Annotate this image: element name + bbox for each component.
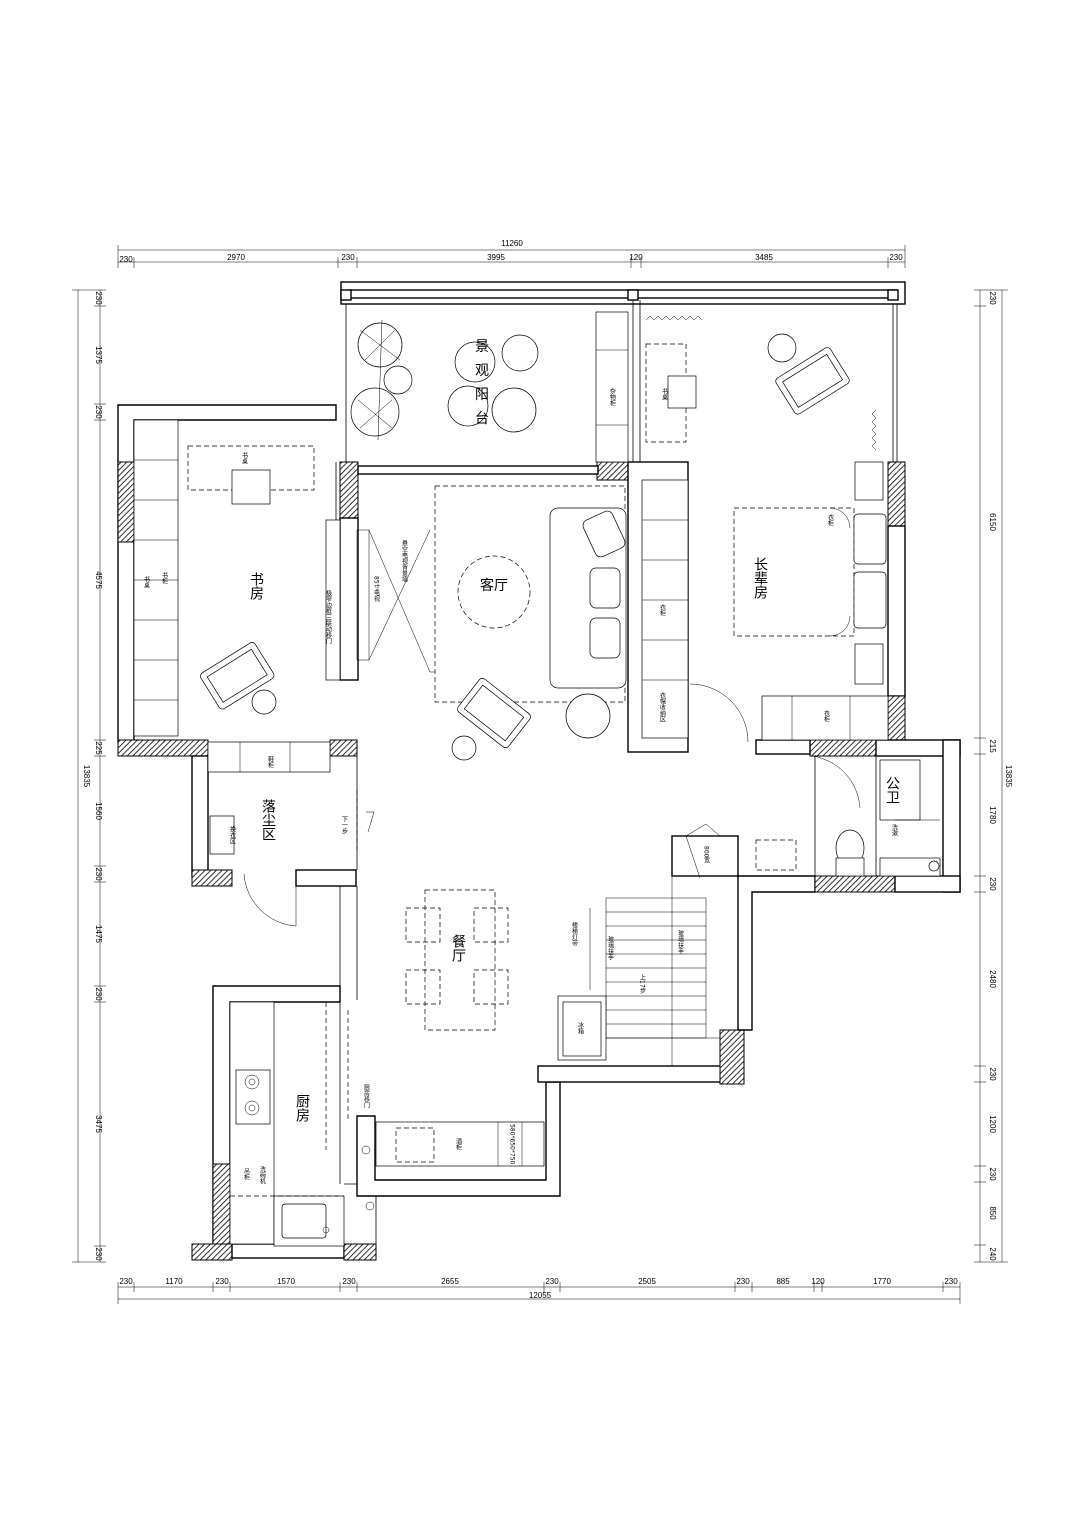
room-label-living: 客厅 [480,577,508,594]
dim-top-2: 230 [341,253,355,262]
dim-bottom-12: 230 [944,1277,958,1286]
label-stair-glass: 玻璃扶手 [677,929,684,955]
dim-right-3: 1780 [988,806,997,824]
dim-left-total: 13835 [82,765,91,788]
label-desk-long: 书桌 [143,575,150,589]
label-display-cab: 酒柜 [455,1137,462,1151]
dim-left-8: 230 [94,987,103,1001]
dim-left-6: 230 [94,867,103,881]
dim-bottom-9: 885 [776,1277,790,1286]
room-label-dust-area: 落尘区 [260,799,276,841]
room-label-balcony-3: 阳 [475,387,489,403]
dim-bottom-10: 120 [811,1277,825,1286]
dim-bottom-8: 230 [736,1277,750,1286]
label-step-down: 下一步 [341,816,348,835]
label-desk-balcony: 书桌 [661,387,668,401]
balcony-plants [350,319,413,441]
dim-bottom-total: 12055 [529,1291,552,1300]
label-washer: 洗碗机 [259,1165,266,1185]
label-side-cab: 580*650*750 [509,1124,516,1165]
label-tv-85: 85寸电视 [373,576,380,603]
furniture-labels: 杂物柜 书桌 书桌 书柜 书桌 悬空电视背景墙 85寸电视 极窄边框三联动移门 … [143,387,898,1185]
dim-right-4: 230 [988,877,997,891]
label-wash: 洗漱 [891,823,898,837]
label-stair-rail: 玻璃扶手 [607,935,614,961]
label-fridge: 冰箱 [577,1021,584,1035]
room-label-balcony-2: 观 [475,363,489,379]
dim-top-5: 3485 [755,253,773,262]
label-kitchen-door: 厨房移门 [363,1084,370,1109]
label-slide-door: 极窄边框三联动移门 [325,589,332,645]
room-labels: 景 观 阳 台 书房 客厅 长辈房 落尘区 餐厅 公卫 厨房 [248,339,900,1122]
room-label-balcony-1: 景 [475,339,489,355]
room-label-dining: 餐厅 [450,934,466,962]
dim-right-total: 13835 [1004,765,1013,788]
dim-left-4: 225 [94,741,103,755]
label-door-800: 800宽 [703,846,710,865]
dim-left-10: 230 [94,1247,103,1261]
dim-right-9: 850 [988,1206,997,1220]
stairs [589,876,707,1066]
label-stair-light: 楼梯灯带 [571,921,578,947]
dim-left-9: 3475 [94,1115,103,1133]
dim-bottom-0: 230 [119,1277,133,1286]
dim-bottom-5: 2655 [441,1277,459,1286]
dim-left-0: 230 [94,291,103,305]
dim-bottom-2: 230 [215,1277,229,1286]
dim-top-total: 11260 [501,239,523,248]
dim-left-7: 1475 [94,925,103,943]
dim-bottom-1: 1170 [165,1277,183,1286]
dim-left-3: 4575 [94,571,103,589]
label-change-area: 换衣区 [229,825,236,844]
label-dressing: 衣帽收纳区 [659,691,666,722]
label-wardrobe-3: 衣柜 [823,709,830,723]
room-label-balcony-4: 台 [475,411,489,427]
dim-bottom-6: 230 [545,1277,559,1286]
dim-left-2: 230 [94,405,103,419]
label-stair-up: 上17步 [639,973,646,995]
dim-left-1: 1375 [94,346,103,364]
furniture [133,311,941,1247]
dim-bottom-4: 230 [342,1277,356,1286]
label-bookcase: 书柜 [161,571,168,585]
dim-top-0: 230 [119,255,133,264]
room-label-public-bath: 公卫 [884,776,900,804]
label-tv-wall: 悬空电视背景墙 [401,540,408,583]
dim-right-2: 215 [988,739,997,753]
dim-bottom-11: 1770 [873,1277,891,1286]
dim-right-0: 230 [988,291,997,305]
room-label-elder-bedroom: 长辈房 [752,557,768,599]
dim-bottom-7: 2505 [638,1277,656,1286]
dim-top-1: 2970 [227,253,245,262]
label-wardrobe-1: 衣柜 [659,603,666,617]
dimension-lines: 11260 230 2970 230 3995 120 3485 230 230… [72,239,1013,1304]
label-shoe-cab: 鞋柜 [267,755,274,769]
label-desk-study: 书桌 [241,451,248,465]
dim-top-6: 230 [889,253,903,262]
dim-top-3: 3995 [487,253,505,262]
dim-right-6: 230 [988,1067,997,1081]
dim-bottom-3: 1570 [277,1277,295,1286]
dim-right-7: 1200 [988,1115,997,1133]
label-storage-cab: 杂物柜 [609,388,616,407]
dim-top-4: 120 [629,253,643,262]
room-label-kitchen: 厨房 [294,1094,310,1122]
dim-right-5: 2480 [988,970,997,988]
dim-right-1: 6150 [988,513,997,531]
label-wardrobe-2: 衣柜 [827,513,834,527]
dim-right-8: 230 [988,1167,997,1181]
room-label-study: 书房 [248,572,264,600]
label-hanging-cab: 吊柜 [243,1168,250,1181]
dim-right-10: 240 [988,1247,997,1261]
dim-left-5: 1560 [94,802,103,820]
